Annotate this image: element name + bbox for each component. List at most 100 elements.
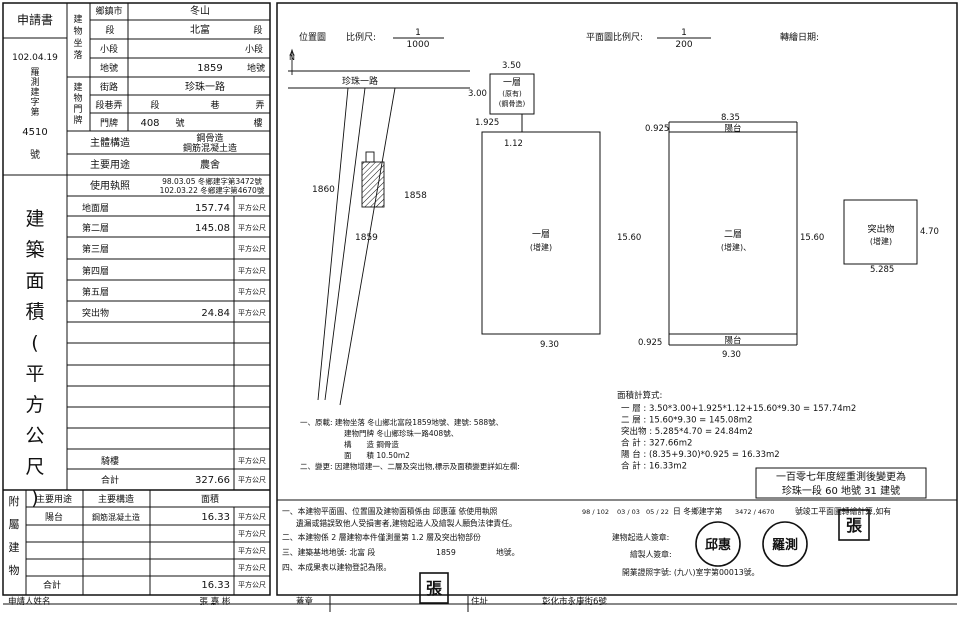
lot-label: 地號 — [100, 62, 118, 74]
building-footprint — [361, 161, 385, 208]
resurvey-stamp: 一百零七年度經重測後變更為 珍珠一段 60 地號 31 建號 — [755, 467, 927, 499]
section-value: 北富 — [190, 23, 210, 36]
remark1-line3: 構 造 鋼骨造 — [344, 439, 399, 449]
door-group-label-text: 建物門牌 — [73, 81, 82, 126]
total-unit: 平方公尺 — [238, 475, 266, 484]
second-floor-note: (增建)、 — [721, 242, 751, 252]
doorno-label: 門牌 — [100, 117, 118, 129]
floor-unit: 平方公尺 — [238, 223, 266, 232]
area-title: 建築面積(平方公尺) — [25, 208, 44, 509]
annex-label-text: 附屬建物 — [9, 494, 20, 577]
total-value: 327.66 — [195, 475, 230, 486]
seal-circle-b — [762, 521, 808, 567]
lot-1860: 1860 — [312, 185, 335, 195]
floor-row: 第五層 平方公尺 — [82, 286, 266, 298]
annex-area-header: 面積 — [201, 493, 219, 505]
plan-labels: 3.50 3.00 1.925 1.12 0.925 8.35 15.60 15… — [468, 61, 939, 360]
footer: 申請人姓名 張 嘉 彬 蓋章 住址 彰化市永康街6號 — [3, 596, 957, 612]
dim-1560b: 15.60 — [800, 233, 824, 243]
use-label: 主要用途 — [90, 158, 130, 171]
address-label: 住址 — [471, 596, 489, 607]
calc-line: 突出物 : 5.285*4.70 = 24.84m2 — [621, 426, 753, 437]
position-label: 位置圖 — [299, 31, 326, 43]
street-label: 街路 — [100, 81, 118, 93]
floor-name: 第三層 — [82, 243, 109, 255]
floor-unit: 平方公尺 — [238, 287, 266, 296]
section-label: 段 — [105, 24, 114, 36]
road-label: 珍珠一路 — [342, 75, 378, 87]
calc-line: 陽 台 : (8.35+9.30)*0.925 = 16.33m2 — [621, 449, 780, 460]
location-group-label: 建物坐落 — [73, 13, 82, 61]
floor-value: 24.84 — [201, 308, 230, 319]
dim-300: 3.00 — [468, 89, 487, 99]
lot-1858: 1858 — [404, 191, 427, 201]
lane-seg: 段 — [150, 99, 159, 111]
dim-930a: 9.30 — [540, 340, 559, 350]
seal-square-d — [419, 572, 449, 604]
note1-years: 98 / 102 — [582, 508, 609, 516]
left-texts: 申請書 102.04.19 4510 號 鄉鎮市 冬山 段 北富 段 小段 小段… — [12, 4, 266, 591]
seal-c-text: 張 — [846, 516, 863, 535]
annex-blank-unit: 平方公尺 — [238, 563, 266, 572]
floor-plans — [481, 73, 918, 346]
plan-projection — [843, 199, 918, 265]
floor-row: 第三層平方公尺 — [82, 243, 266, 255]
annex-value: 16.33 — [201, 512, 230, 523]
remark1-line1: 一、原載: 建物坐落 冬山鄉北富段1859地號、建號: 588號、 — [300, 417, 503, 427]
structure-label: 主體構造 — [90, 136, 130, 149]
sign-drawer: 繪製人簽章: — [630, 549, 672, 559]
calc-line: 合 計 : 16.33m2 — [621, 461, 687, 472]
right-frame — [276, 2, 958, 596]
note1-line1: 一、本建物平面圖、位置圖及建物面積係由 邱惠蓮 依使用執照 — [282, 506, 498, 516]
second-floor-name: 二層 — [724, 229, 742, 240]
survey-word-label: 羅測建字第 — [30, 67, 39, 118]
lot-1859: 1859 — [355, 233, 378, 243]
floor-name: 地面層 — [82, 202, 109, 214]
seals — [419, 509, 870, 604]
seal-label: 蓋章 — [296, 596, 314, 607]
annex-total-label: 合計 — [43, 579, 61, 591]
annex-use: 陽台 — [45, 511, 63, 523]
sign-owner: 建物起造人簽章: — [612, 532, 669, 542]
scale-label: 比例尺: — [346, 31, 376, 43]
lane-label: 段巷弄 — [95, 99, 122, 111]
dim-1560a: 15.60 — [617, 233, 641, 243]
plan-second-floor — [668, 131, 798, 335]
dim-112: 1.12 — [504, 139, 523, 149]
dim-1925: 1.925 — [475, 118, 499, 128]
application-date: 102.04.19 — [12, 53, 58, 63]
bottom-notes: 一、本建物平面圖、位置圖及建物面積係由 邱惠蓮 依使用執照 98 / 102 0… — [282, 506, 891, 577]
street-value: 珍珠一路 — [185, 80, 225, 93]
note1-line2: 遺漏或錯誤致他人受損害者,建物起造人及繪製人願負法律責任。 — [296, 518, 517, 528]
note4: 四、本成果表以建物登記為限。 — [282, 562, 391, 572]
use-value: 農舍 — [200, 158, 220, 171]
floor-name: 第二層 — [82, 222, 109, 234]
doorno-unit: 號 — [175, 117, 184, 129]
plan-scale-num: 1 — [681, 28, 687, 38]
seal-circle-a — [695, 521, 741, 567]
structure-line2: 鋼筋混凝土造 — [183, 142, 237, 154]
license-label: 使用執照 — [90, 179, 130, 192]
plan-scale-label: 平面圖比例尺: — [586, 31, 643, 43]
calc-line: 二 層 : 15.60*9.30 = 145.08m2 — [621, 416, 752, 426]
projection-name: 突出物 — [867, 223, 894, 235]
floor-name: 第五層 — [82, 286, 109, 298]
floor-row: 第四層平方公尺 — [82, 265, 266, 277]
note1-end: 號竣工平面圖轉繪計算,如有 — [795, 506, 891, 516]
note3-post: 地號。 — [496, 547, 519, 557]
address-value: 彰化市永康街6號 — [542, 596, 607, 607]
floor-unit: 平方公尺 — [238, 308, 266, 317]
calc-title: 面積計算式: — [617, 390, 662, 401]
remark1-line4: 面 積 10.50m2 — [344, 450, 410, 460]
stamp-line1: 一百零七年度經重測後變更為 — [776, 470, 906, 483]
arcade-label: 騎樓 — [101, 455, 119, 467]
remarks: 一、原載: 建物坐落 冬山鄉北富段1859地號、建號: 588號、 建物門牌 冬… — [300, 417, 520, 471]
license-line2: 102.03.22 冬鄉建字第4670號 — [160, 185, 265, 195]
lot-unit: 地號 — [247, 62, 265, 74]
lane-lane: 巷 — [210, 100, 219, 111]
